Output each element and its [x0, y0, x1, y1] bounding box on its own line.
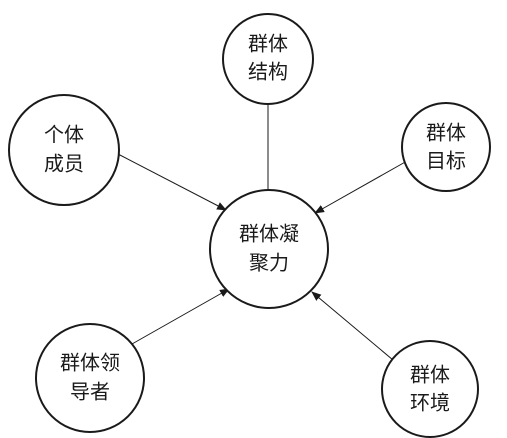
node-leader-line-1: 群体领: [60, 351, 120, 375]
node-structure-line-1: 群体: [248, 32, 288, 56]
edge-member-to-center: [117, 153, 227, 211]
edge-leader-to-center: [131, 288, 230, 345]
edges: [117, 103, 408, 361]
node-environment: 群体 环境: [381, 340, 479, 438]
node-goal: 群体 目标: [401, 102, 491, 192]
node-member-line-1: 个体: [44, 123, 84, 147]
node-leader-line-2: 导者: [70, 380, 110, 404]
edge-environment-to-center: [311, 291, 394, 361]
edge-goal-to-center: [314, 160, 408, 214]
node-environment-line-1: 群体: [410, 363, 450, 387]
node-structure-line-2: 结构: [248, 60, 288, 84]
node-environment-line-2: 环境: [410, 391, 450, 415]
node-leader: 群体领 导者: [35, 323, 145, 433]
node-member-line-2: 成员: [44, 152, 84, 176]
node-goal-line-2: 目标: [426, 149, 466, 173]
center-node: 群体凝 聚力: [209, 189, 329, 309]
center-label-line-2: 聚力: [249, 251, 289, 275]
node-goal-line-1: 群体: [426, 121, 466, 145]
node-member: 个体 成员: [8, 94, 120, 206]
center-label-line-1: 群体凝: [239, 222, 299, 246]
node-structure: 群体 结构: [222, 13, 314, 105]
